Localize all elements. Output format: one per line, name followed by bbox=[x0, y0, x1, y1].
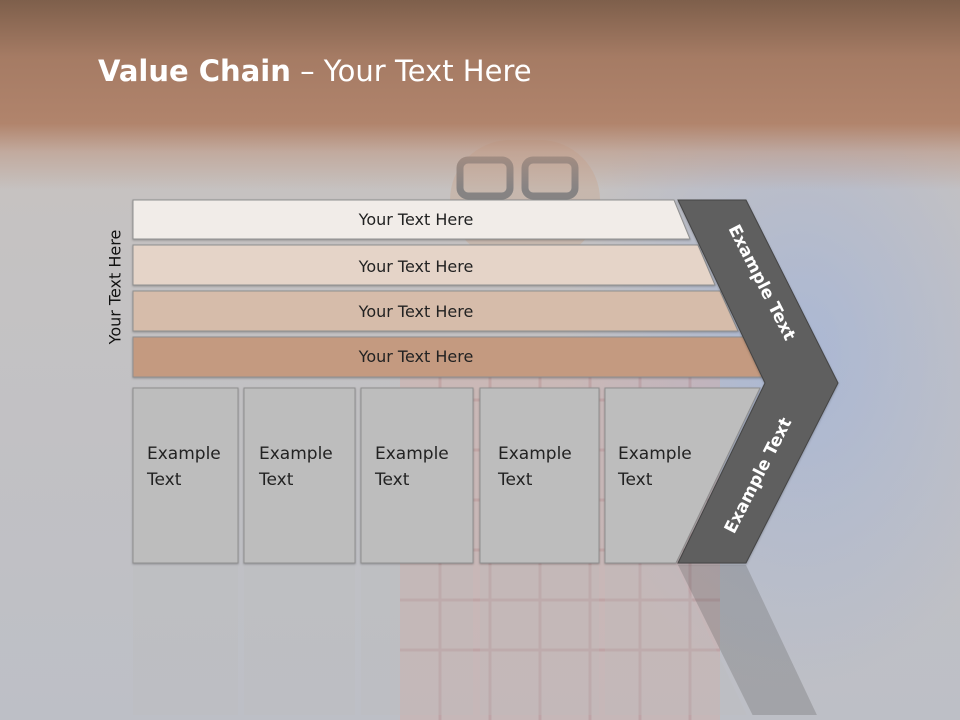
column-2-line2: Text bbox=[258, 470, 294, 490]
slide-title-bold: Value Chain bbox=[98, 54, 291, 88]
column-3-line1: Example bbox=[375, 444, 449, 464]
column-box-5[interactable] bbox=[604, 387, 761, 564]
band-1-label: Your Text Here bbox=[358, 210, 474, 229]
column-box-2[interactable] bbox=[243, 387, 356, 564]
band-4-label: Your Text Here bbox=[358, 347, 474, 366]
column-2-line1: Example bbox=[259, 444, 333, 464]
column-box-1[interactable] bbox=[132, 387, 239, 564]
column-5-line1: Example bbox=[618, 444, 692, 464]
band-1[interactable] bbox=[132, 199, 691, 240]
column-box-4[interactable] bbox=[479, 387, 600, 564]
band-2-label: Your Text Here bbox=[358, 257, 474, 276]
column-4-line1: Example bbox=[498, 444, 572, 464]
band-3-label: Your Text Here bbox=[358, 302, 474, 321]
column-1-line1: Example bbox=[147, 444, 221, 464]
header-band bbox=[0, 0, 960, 190]
bands-group: Your Text Here Your Text Here Your Text … bbox=[132, 199, 763, 378]
slide-title: Value Chain – Your Text Here bbox=[98, 54, 532, 88]
slide-title-rest: – Your Text Here bbox=[290, 54, 532, 88]
column-1-line2: Text bbox=[146, 470, 182, 490]
band-3[interactable] bbox=[132, 290, 739, 332]
column-box-3[interactable] bbox=[360, 387, 474, 564]
column-5-line2: Text bbox=[617, 470, 653, 490]
chevron-group: Example Text Example Text bbox=[677, 199, 839, 564]
chevron-shape[interactable] bbox=[677, 199, 839, 564]
column-3-line2: Text bbox=[374, 470, 410, 490]
columns-group: Example Text Example Text Example Text E… bbox=[132, 387, 761, 564]
column-4-line2: Text bbox=[497, 470, 533, 490]
band-2[interactable] bbox=[132, 244, 716, 286]
